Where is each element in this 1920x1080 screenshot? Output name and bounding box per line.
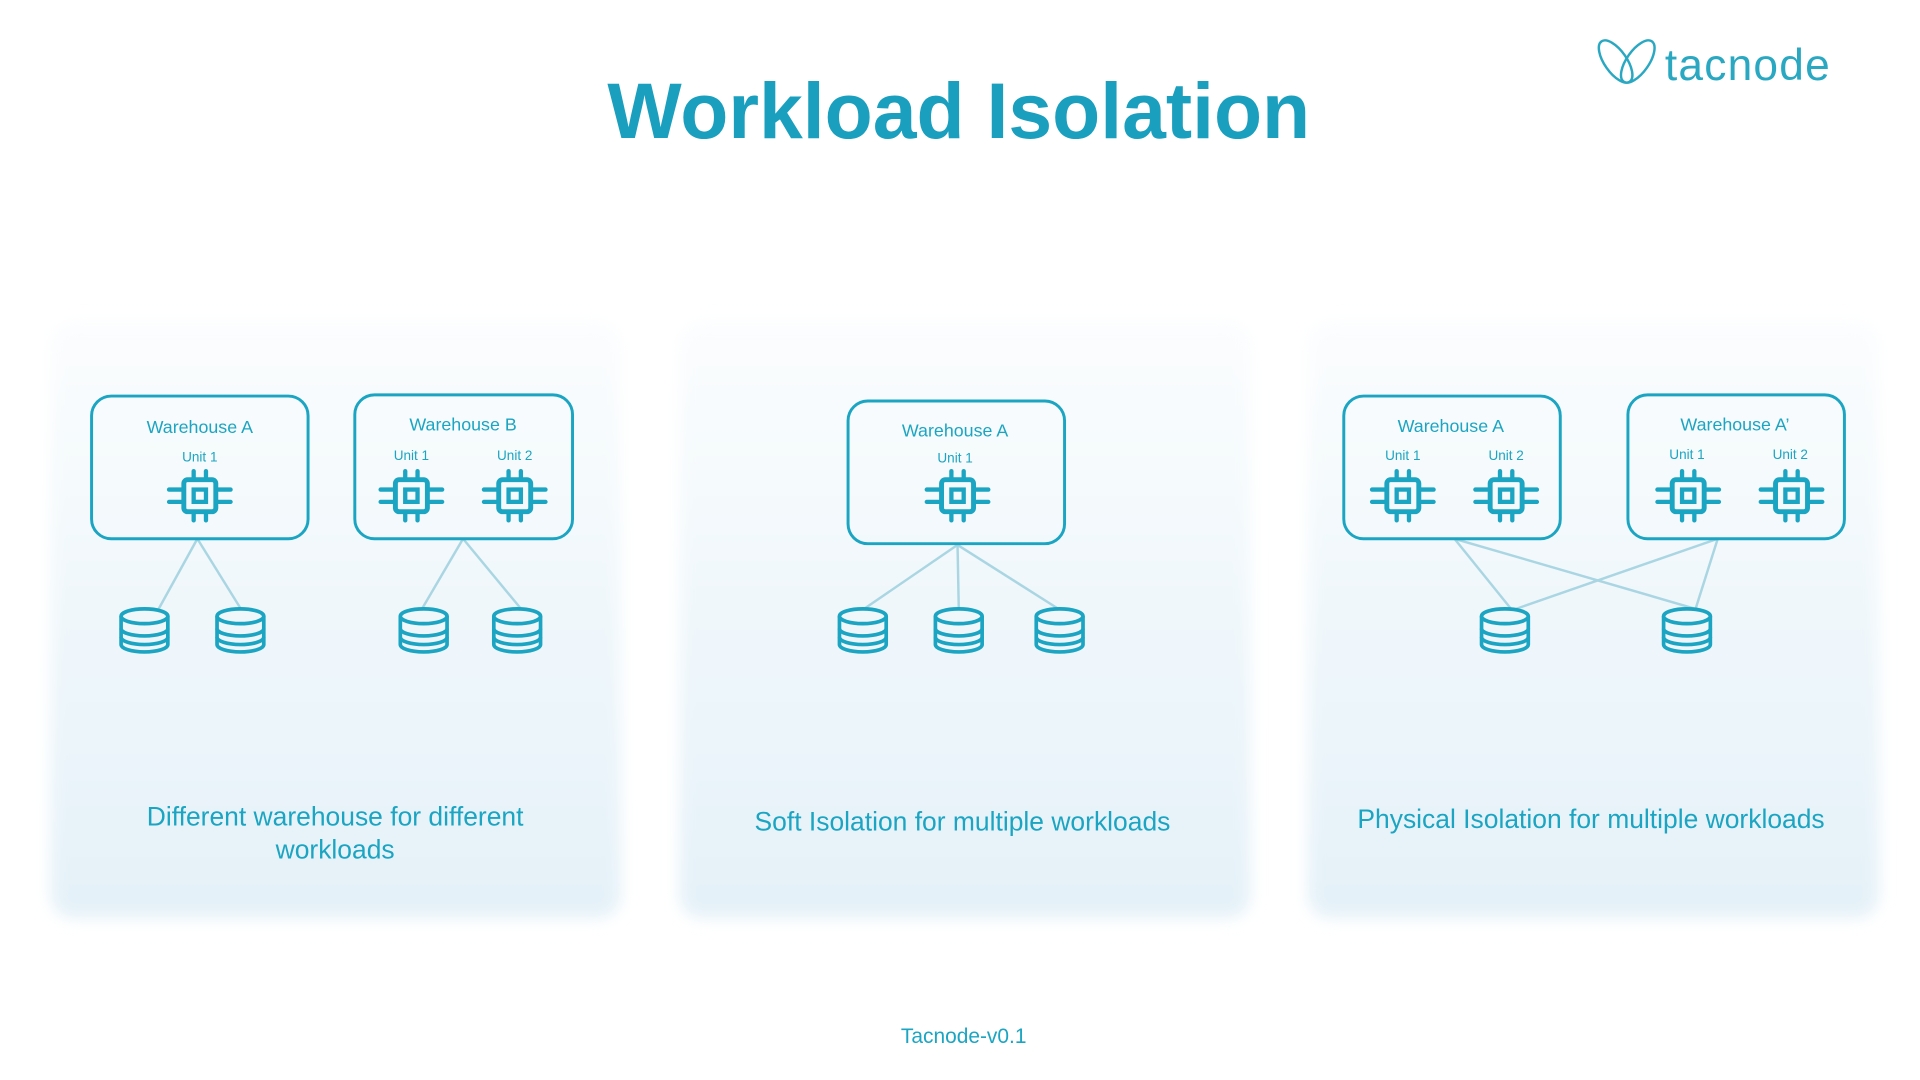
warehouse-label: Warehouse A’ — [1680, 415, 1789, 435]
connection-lines — [1453, 537, 1719, 611]
connection-lines — [156, 537, 524, 611]
panel-caption: workloads — [275, 835, 395, 865]
panel-different-warehouse: Warehouse A Unit 1 Warehouse B Unit 1 Un… — [90, 393, 575, 865]
unit-label: Unit 1 — [1669, 447, 1704, 462]
warehouse-label: Warehouse B — [409, 415, 516, 435]
panel-physical-isolation: Warehouse A Unit 1 Unit 2 Warehouse A’ U… — [1342, 393, 1846, 834]
warehouse-box: Warehouse A’ Unit 1 Unit 2 — [1626, 393, 1846, 541]
logo-icon — [1597, 39, 1656, 84]
unit-label: Unit 2 — [1488, 448, 1523, 463]
warehouse-label: Warehouse A — [147, 417, 253, 437]
unit-label: Unit 2 — [1773, 447, 1808, 462]
panel-caption: Different warehouse for different — [147, 801, 524, 831]
footer-version: Tacnode-v0.1 — [901, 1025, 1027, 1048]
unit-label: Unit 1 — [394, 448, 429, 463]
warehouse-box: Warehouse A Unit 1 — [846, 399, 1067, 546]
page-title: Workload Isolation — [607, 67, 1310, 155]
tacnode-logo: tacnode — [1597, 39, 1831, 90]
panel-soft-isolation: Warehouse A Unit 1 Soft Isolation for mu… — [755, 399, 1171, 836]
warehouse-box: Warehouse A Unit 1 Unit 2 — [1342, 394, 1562, 541]
unit-label: Unit 1 — [1385, 448, 1420, 463]
warehouse-box: Warehouse A Unit 1 — [90, 394, 310, 541]
unit-label: Unit 2 — [497, 448, 532, 463]
warehouse-label: Warehouse A — [1398, 416, 1504, 436]
logo-text: tacnode — [1665, 41, 1831, 90]
warehouse-box: Warehouse B Unit 1 Unit 2 — [353, 393, 575, 541]
connection-lines — [863, 543, 1060, 610]
panel-caption: Soft Isolation for multiple workloads — [755, 806, 1171, 836]
unit-label: Unit 1 — [182, 449, 217, 464]
warehouse-label: Warehouse A — [902, 421, 1008, 441]
panel-backgrounds — [50, 322, 1879, 918]
unit-label: Unit 1 — [937, 451, 972, 466]
panel-caption: Physical Isolation for multiple workload… — [1357, 804, 1824, 834]
